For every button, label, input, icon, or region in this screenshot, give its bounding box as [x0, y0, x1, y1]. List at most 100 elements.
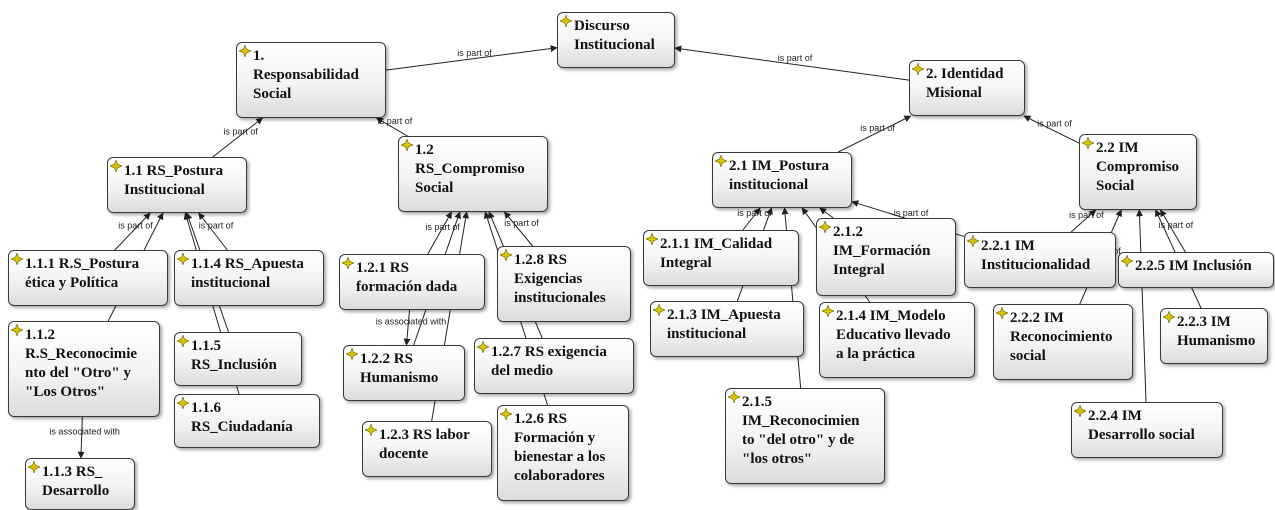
- node-label: 1.2.6 RS Formación y bienestar a los col…: [514, 411, 606, 484]
- concept-gem-icon: [1082, 137, 1094, 149]
- node-1-1-4-rs-apuesta-institucional[interactable]: 1.1.4 RS_Apuesta institucional: [174, 250, 324, 306]
- node-1-1-5-rs-inclusion[interactable]: 1.1.5 RS_Inclusión: [174, 332, 302, 386]
- node-1-2-2-rs-humanismo[interactable]: 1.2.2 RS Humanismo: [343, 345, 465, 401]
- concept-gem-icon: [967, 235, 979, 247]
- node-label: 2.1.1 IM_Calidad Integral: [660, 236, 773, 271]
- node-label: 2.2 IM Compromiso Social: [1096, 140, 1180, 194]
- node-1-1-3-rs-desarrollo[interactable]: 1.1.3 RS_ Desarrollo: [25, 458, 135, 510]
- relation-edge: [77, 416, 85, 459]
- relation-edge: [503, 211, 533, 247]
- relation-edge: [375, 117, 408, 137]
- concept-gem-icon: [401, 139, 413, 151]
- node-label: 1.1.2 R.S_Reconocimie nto del "Otro" y "…: [25, 327, 138, 400]
- node-label: 1.2 RS_Compromiso Social: [415, 142, 525, 196]
- concept-gem-icon: [1121, 255, 1133, 267]
- node-label: 2.2.5 IM Inclusión: [1135, 258, 1252, 274]
- node-1-1-1-rs-postura-etica[interactable]: 1.1.1 R.S_Postura ética y Política: [8, 250, 168, 306]
- node-label: 1.2.3 RS labor docente: [379, 427, 470, 462]
- concept-gem-icon: [11, 253, 23, 265]
- node-label: 2.2.1 IM Institucionalidad: [981, 238, 1091, 273]
- node-label: 1.1 RS_Postura Institucional: [124, 163, 224, 198]
- concept-gem-icon: [477, 341, 489, 353]
- relation-edge: [212, 117, 264, 158]
- concept-gem-icon: [346, 348, 358, 360]
- node-2-2-1-im-institucionalidad[interactable]: 2.2.1 IM Institucionalidad: [964, 232, 1116, 288]
- node-2-1-1-im-calidad-integral[interactable]: 2.1.1 IM_Calidad Integral: [643, 230, 799, 286]
- relation-edge: [742, 207, 761, 231]
- edge-label: is part of: [1037, 119, 1072, 129]
- node-2-2-2-im-reconocimiento-social[interactable]: 2.2.2 IM Reconocimiento social: [993, 304, 1133, 380]
- node-label: 1.1.4 RS_Apuesta institucional: [191, 256, 304, 291]
- edge-label: is part of: [199, 221, 234, 231]
- node-label: 2.1.3 IM_Apuesta institucional: [667, 307, 781, 342]
- concept-gem-icon: [646, 233, 658, 245]
- node-2-2-5-im-inclusion[interactable]: 2.2.5 IM Inclusión: [1118, 252, 1274, 288]
- node-label: 1.2.2 RS Humanismo: [360, 351, 439, 386]
- edge-label: is associated with: [376, 317, 447, 327]
- concept-gem-icon: [365, 424, 377, 436]
- edge-label: is part of: [378, 116, 413, 126]
- node-2-1-3-im-apuesta-institucional[interactable]: 2.1.3 IM_Apuesta institucional: [650, 301, 804, 357]
- node-2-1-4-im-modelo-educativo[interactable]: 2.1.4 IM_Modelo Educativo llevado a la p…: [819, 302, 975, 378]
- node-1-1-2-rs-reconocimiento[interactable]: 1.1.2 R.S_Reconocimie nto del "Otro" y "…: [8, 321, 160, 417]
- concept-gem-icon: [177, 397, 189, 409]
- concept-gem-icon: [28, 461, 40, 473]
- node-label: 2.1.4 IM_Modelo Educativo llevado a la p…: [836, 308, 951, 362]
- node-label: 1.2.1 RS formación dada: [356, 260, 458, 295]
- edge-label: is part of: [457, 48, 492, 58]
- edge-label: is part of: [1069, 210, 1104, 220]
- concept-gem-icon: [177, 253, 189, 265]
- node-label: 1.1.6 RS_Ciudadanía: [191, 400, 293, 435]
- node-1-2-rs-compromiso-social[interactable]: 1.2 RS_Compromiso Social: [398, 136, 548, 212]
- relation-edge: [114, 212, 151, 251]
- node-2-2-im-compromiso-social[interactable]: 2.2 IM Compromiso Social: [1079, 134, 1197, 210]
- concept-gem-icon: [653, 304, 665, 316]
- concept-gem-icon: [11, 324, 23, 336]
- concept-gem-icon: [715, 155, 727, 167]
- node-label: 2.2.3 IM Humanismo: [1177, 314, 1256, 349]
- edge-label: is part of: [894, 208, 929, 218]
- node-label: 1.2.8 RS Exigencias institucionales: [514, 252, 606, 306]
- concept-gem-icon: [239, 45, 251, 57]
- relation-edge: [838, 115, 912, 153]
- node-1-2-1-rs-formacion-dada[interactable]: 1.2.1 RS formación dada: [339, 254, 485, 310]
- edge-label: is part of: [118, 221, 153, 231]
- edge-label: is part of: [504, 218, 539, 228]
- relation-edge: [1136, 209, 1147, 403]
- node-2-1-5-im-reconocimiento[interactable]: 2.1.5 IM_Reconocimien to "del otro" y de…: [725, 388, 885, 484]
- node-label: 1.1.1 R.S_Postura ética y Política: [25, 256, 140, 291]
- edge-label: is part of: [737, 208, 772, 218]
- node-label: 2.2.4 IM Desarrollo social: [1088, 408, 1195, 443]
- node-label: 2. Identidad Misional: [926, 66, 1004, 101]
- node-label: 1. Responsabilidad Social: [253, 48, 359, 102]
- node-label: 1.1.3 RS_ Desarrollo: [42, 464, 110, 499]
- node-2-2-3-im-humanismo[interactable]: 2.2.3 IM Humanismo: [1160, 308, 1268, 364]
- concept-gem-icon: [500, 408, 512, 420]
- node-1-2-3-rs-labor-docente[interactable]: 1.2.3 RS labor docente: [362, 421, 492, 477]
- concept-gem-icon: [912, 63, 924, 75]
- node-2-2-4-im-desarrollo-social[interactable]: 2.2.4 IM Desarrollo social: [1071, 402, 1223, 458]
- node-1-responsabilidad-social[interactable]: 1. Responsabilidad Social: [236, 42, 386, 118]
- concept-gem-icon: [1163, 311, 1175, 323]
- node-1-1-rs-postura-institucional[interactable]: 1.1 RS_Postura Institucional: [107, 157, 247, 213]
- node-1-2-7-rs-exigencia-del-medio[interactable]: 1.2.7 RS exigencia del medio: [474, 338, 634, 394]
- edge-label: is part of: [860, 123, 895, 133]
- node-2-1-2-im-formacion-integral[interactable]: 2.1.2 IM_Formación Integral: [816, 218, 956, 296]
- relation-edge: [819, 207, 834, 219]
- edge-label: is part of: [425, 222, 460, 232]
- concept-gem-icon: [110, 160, 122, 172]
- relation-edge: [1160, 209, 1186, 253]
- relation-edge: [1070, 209, 1097, 233]
- node-discurso-institucional[interactable]: Discurso Institucional: [557, 12, 675, 68]
- node-1-1-6-rs-ciudadania[interactable]: 1.1.6 RS_Ciudadanía: [174, 394, 320, 448]
- relation-edge: [403, 309, 411, 346]
- node-2-1-im-postura-institucional[interactable]: 2.1 IM_Postura institucional: [712, 152, 852, 208]
- node-label: 1.2.7 RS exigencia del medio: [491, 344, 607, 379]
- node-1-2-6-rs-formacion-bienestar[interactable]: 1.2.6 RS Formación y bienestar a los col…: [497, 405, 629, 501]
- concept-gem-icon: [822, 305, 834, 317]
- node-1-2-8-rs-exigencias-institucionales[interactable]: 1.2.8 RS Exigencias institucionales: [497, 246, 631, 322]
- node-2-identidad-misional[interactable]: 2. Identidad Misional: [909, 60, 1025, 116]
- node-label: 1.1.5 RS_Inclusión: [191, 338, 277, 373]
- concept-gem-icon: [819, 221, 831, 233]
